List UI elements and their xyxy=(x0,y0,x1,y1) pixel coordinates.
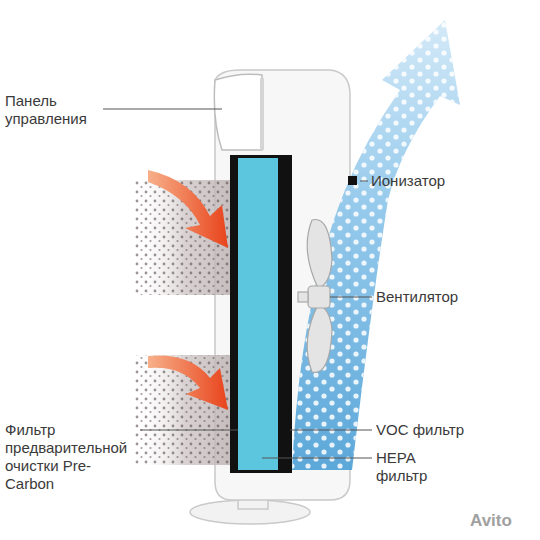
part-label: Ионизатор xyxy=(371,172,445,190)
part-label: HEPA фильтр xyxy=(376,449,440,485)
part-label: Панель управления xyxy=(5,92,105,128)
part-label: Вентилятор xyxy=(376,288,458,306)
part-label: VOC фильтр xyxy=(376,421,464,439)
watermark: Avito xyxy=(470,512,512,530)
part-label: Фильтр предварительной очистки Pre-Carbo… xyxy=(5,421,137,493)
